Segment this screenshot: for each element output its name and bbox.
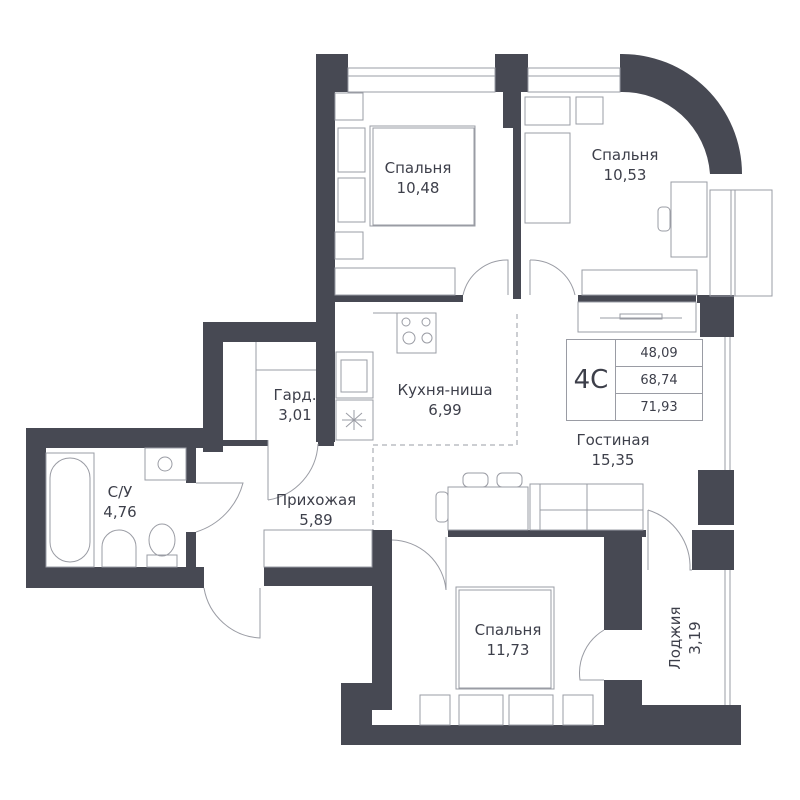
room-name: Спальня: [384, 159, 452, 177]
walls: [26, 53, 742, 745]
room-area: 10,48: [396, 179, 440, 197]
room-label-bedroom-2: Спальня 10,53: [592, 145, 659, 185]
room-area: 11,73: [486, 641, 530, 659]
room-label-wardrobe: Гард. 3,01: [273, 385, 316, 425]
apartment-info-badge: 4С 48,09 68,74 71,93: [566, 339, 703, 421]
room-name: Спальня: [474, 621, 542, 639]
room-area: 6,99: [428, 401, 462, 419]
room-name: Спальня: [591, 146, 659, 164]
room-area: 5,89: [299, 511, 333, 529]
room-label-bedroom-3: Спальня 11,73: [475, 620, 542, 660]
room-name: С/У: [107, 483, 133, 501]
room-area: 3,01: [278, 406, 312, 424]
room-name: Гостиная: [576, 431, 650, 449]
apartment-type: 4С: [567, 340, 616, 420]
room-label-bedroom-1: Спальня 10,48: [385, 158, 452, 198]
room-area: 15,35: [591, 451, 635, 469]
room-area: 4,76: [103, 503, 137, 521]
fixtures: [45, 67, 773, 726]
total-area: 68,74: [616, 367, 702, 394]
room-label-hallway: Прихожая 5,89: [276, 490, 356, 530]
room-label-kitchen-niche: Кухня-ниша 6,99: [397, 380, 492, 420]
total-area-with-loggia: 71,93: [640, 399, 678, 415]
room-label-loggia: Лоджия 3,19: [665, 606, 705, 669]
room-name: Прихожая: [275, 491, 357, 509]
room-area: 10,53: [603, 166, 647, 184]
room-label-bathroom: С/У 4,76: [103, 482, 136, 522]
room-name: Лоджия: [666, 606, 684, 670]
room-name: Гард.: [273, 386, 317, 404]
room-area: 3,19: [686, 621, 704, 655]
living-area: 48,09: [616, 340, 702, 367]
room-name: Кухня-ниша: [397, 381, 493, 399]
room-label-living: Гостиная 15,35: [576, 430, 649, 470]
